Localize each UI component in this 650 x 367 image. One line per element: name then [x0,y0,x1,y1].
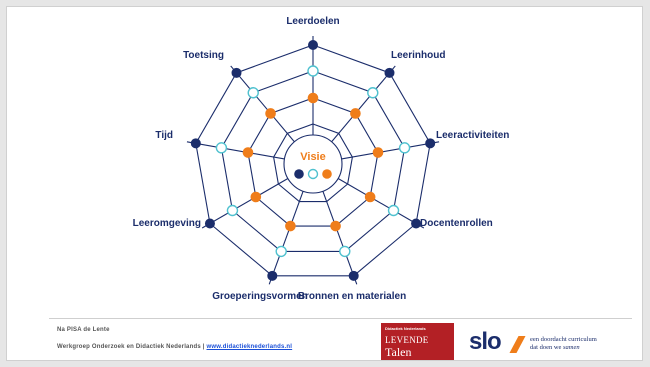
web-spoke [230,65,295,143]
node-orange [307,92,319,104]
slo-tagline-2: dat doen we samen [530,344,580,351]
spoke-label: Tijd [155,130,173,141]
node-teal [367,87,379,99]
node-teal [275,245,287,258]
spoke-labels: LeerdoelenLeerinhoudLeeractiviteitenDoce… [133,16,510,302]
slo-tagline-1: een doordacht curriculum [530,336,597,343]
node-teal [215,142,228,154]
spoke-label: Bronnen en materialen [298,291,406,302]
slo-tagline-2b: samen [563,344,580,351]
web-nodes [190,40,436,281]
node-orange [330,220,341,232]
center-circle [283,134,343,194]
center-dot-navy [294,169,304,179]
spoke-label: Leerinhoud [391,50,445,61]
slo-logo: slo een doordacht curriculum dat doen we… [469,328,639,358]
node-orange [265,108,276,119]
node-teal [339,245,351,258]
node-navy [308,40,318,50]
node-orange [250,191,262,203]
node-teal [247,87,259,99]
node-navy [190,138,201,149]
node-navy [425,138,436,149]
node-navy [204,218,215,229]
slo-tagline-2a: dat doen we [530,344,562,351]
node-navy [231,67,242,78]
node-navy [411,218,422,229]
node-orange [372,147,384,158]
spoke-label: Leerdoelen [286,16,339,27]
node-navy [384,67,395,78]
footer-divider [49,318,632,319]
slo-wordmark: slo [469,328,502,355]
footer-credit: Werkgroep Onderzoek en Didactiek Nederla… [57,344,292,350]
web-spoke [186,141,285,160]
levende-talen-line1: LEVENDE [385,335,429,345]
node-teal [398,142,411,154]
node-orange [285,220,296,232]
center-dot-orange [322,169,332,179]
slo-slash-icon [509,336,526,353]
node-teal [307,65,319,77]
spoke-label: Leeractiviteiten [436,130,509,141]
node-orange [242,147,254,158]
center-dot-teal [307,168,319,180]
node-navy [348,270,359,281]
levende-talen-line2: Talen [385,345,412,359]
footer-title: Na PISA de Lente [57,327,110,333]
web-spoke [337,178,425,229]
spoke-label: Leeromgeving [133,218,201,229]
web-spoke [201,178,289,229]
curriculum-spider-web: LeerdoelenLeerinhoudLeeractiviteitenDoce… [133,16,510,302]
web-spoke [341,141,440,160]
web-ring [220,70,406,252]
web-spoke [322,191,358,285]
web-spoke [268,191,304,285]
footer-credit-text: Werkgroep Onderzoek en Didactiek Nederla… [57,344,205,350]
web-spoke [331,65,396,143]
levende-talen-small: Didactiek Nederlands [385,326,426,331]
web-ring [273,123,353,203]
levende-talen-logo: Didactiek Nederlands LEVENDE Talen [381,323,454,360]
web-ring [195,44,431,277]
spoke-label: Groeperingsvormen [212,291,308,302]
center-label-visie: Visie [300,151,326,163]
node-teal [226,204,239,217]
spoke-label: Toetsing [183,50,224,61]
node-navy [267,270,278,281]
node-orange [364,191,376,203]
spoke-label: Docentenrollen [420,218,493,229]
footer-link[interactable]: www.didactieknederlands.nl [206,344,293,350]
node-orange [350,108,361,119]
web-ring [247,97,379,227]
node-teal [387,204,400,217]
web-lines [186,36,440,285]
